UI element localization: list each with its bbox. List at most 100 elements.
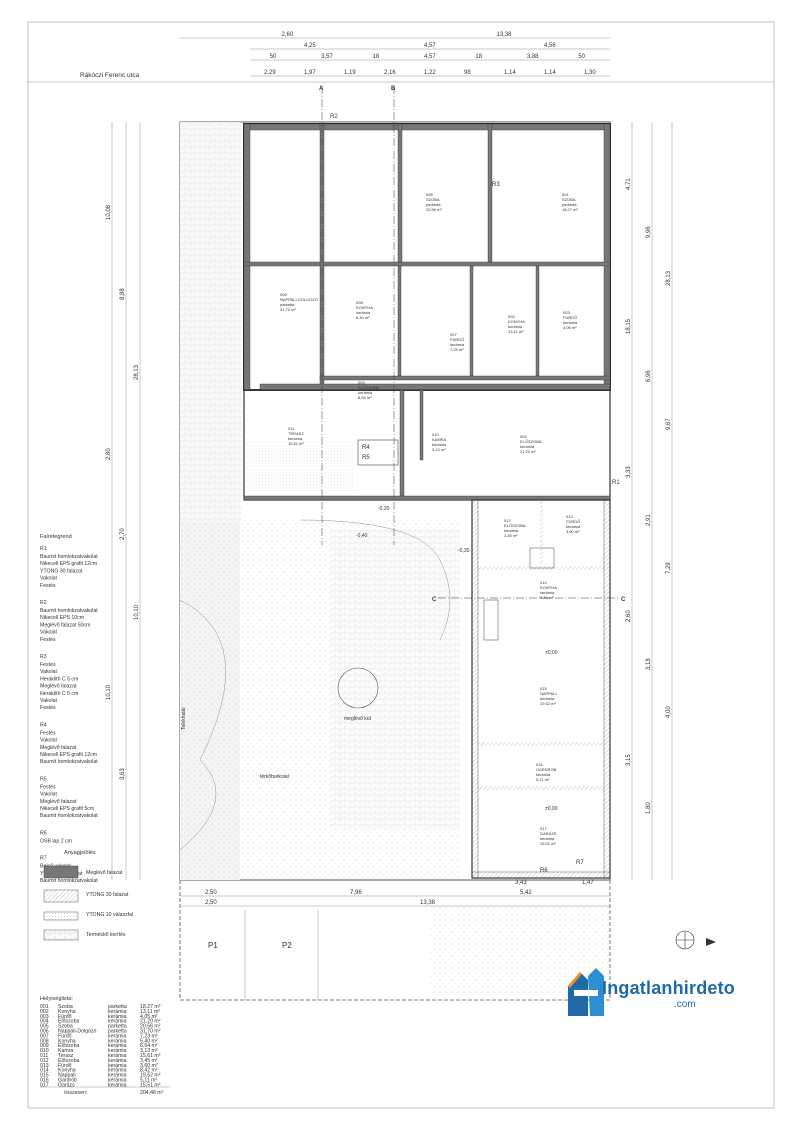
top-dim-row4: 1,22 — [424, 70, 436, 76]
room-stamp-name: ELŐSZOBA — [520, 439, 542, 444]
room-stamp-floor: kerámia — [432, 442, 447, 447]
right-vdim: 3,33 — [626, 466, 632, 478]
room-stamp-area: 8,42 m² — [540, 595, 554, 600]
level-step: -0,30 — [458, 548, 470, 554]
room-stamp-id: 006 — [280, 292, 287, 297]
wall-code-r3: R3 — [492, 182, 500, 188]
room-stamp-floor: kerámia — [358, 390, 373, 395]
top-dim-row2: 4,57 — [424, 43, 436, 49]
bottom-dim: 2,50 — [205, 900, 217, 906]
room-list-no: 002 — [40, 1009, 49, 1015]
top-dim-row3: 18 — [373, 54, 380, 60]
room-list-total-value: 204,48 m² — [140, 1090, 164, 1096]
room-list-area: 21,20 m² — [140, 1019, 161, 1025]
top-dim-row4: 1,97 — [304, 70, 316, 76]
room-list-no: 008 — [40, 1038, 49, 1044]
room-stamp-name: KAMRA — [432, 437, 447, 442]
room-stamp-name: GARÁZS — [540, 831, 557, 836]
left-vdim: 28,13 — [134, 364, 140, 380]
room-list-area: 8,64 m² — [140, 1043, 158, 1049]
boundary-label: Telekhatár — [181, 707, 187, 730]
room-stamp-name: SZOBA — [426, 197, 440, 202]
right-vdim: 2,60 — [626, 610, 632, 622]
room-list-no: 004 — [40, 1019, 49, 1025]
room-list-floor: kerámia — [108, 1063, 127, 1069]
wall-layer-item: YTONG 30 falazat — [40, 568, 83, 574]
wall-layer-item: Festés — [40, 784, 56, 790]
room-stamp-name: NAPPALI — [540, 691, 557, 696]
room-list-no: 009 — [40, 1043, 49, 1049]
wall-layer-item: Vakolat — [40, 669, 57, 675]
wall-code-r1: R1 — [612, 480, 620, 486]
top-dim-row4: 1,19 — [344, 70, 356, 76]
room-stamp-name: FÜRDŐ — [450, 337, 464, 342]
top-dim-row2: 4,25 — [304, 43, 316, 49]
right-vdim: 9,96 — [646, 226, 652, 238]
top-dim-row4: 2,16 — [384, 70, 396, 76]
room-stamp-name: SZOBA — [562, 197, 576, 202]
right-vdim: 7,29 — [666, 562, 672, 574]
room-list-total-label: összesen: — [64, 1090, 87, 1096]
watermark-brand: Ingatlanhirdeto — [602, 978, 735, 998]
swatch-ytong-10 — [43, 911, 79, 921]
room-list-floor: kerámia — [108, 1082, 127, 1088]
room-list-area: 18,27 m² — [140, 1004, 161, 1010]
wall-layer-code: R7 — [40, 856, 47, 862]
legend-existing-wall: Meglévő falazat — [86, 870, 123, 876]
room-list-name: Konyha — [58, 1068, 76, 1074]
wall-layer-item: Vakolat — [40, 630, 57, 636]
room-list-floor: kerámia — [108, 1009, 127, 1015]
room-stamp-area: 3,45 m² — [504, 533, 518, 538]
room-list-floor: kerámia — [108, 1073, 127, 1079]
legend-ytong-10: YTONG 10 válaszfal — [86, 912, 133, 918]
room-stamp-floor: kerámia — [563, 320, 578, 325]
room-stamp-name: TERASZ — [288, 431, 304, 436]
building-north — [243, 123, 611, 391]
vertical-dimensions: 10,088,8828,132,802,7010,1010,103,634,71… — [106, 122, 673, 880]
room-stamp-floor: parketta — [280, 302, 295, 307]
top-dim-row1: 2,60 — [282, 32, 294, 38]
wall-layer-item: Festés — [40, 583, 56, 589]
north-arrow-icon — [675, 930, 716, 950]
room-stamp-floor: kerámia — [540, 590, 555, 595]
top-dim-row3: 50 — [270, 54, 277, 60]
level-terrace: -0,20 — [378, 506, 390, 512]
right-vdim: 3,15 — [626, 754, 632, 766]
room-stamp-floor: parketta — [562, 202, 577, 207]
wall-layer-code: R1 — [40, 546, 47, 552]
room-list-floor: kerámia — [108, 1053, 127, 1059]
wall-code-r6: R6 — [540, 868, 548, 874]
wall-layer-item: Baumit homlokzatvakolat — [40, 608, 98, 614]
room-stamp-area: 19,52 m² — [540, 701, 556, 706]
top-dim-row4: 98 — [464, 70, 471, 76]
room-stamp-floor: kerámia — [540, 836, 555, 841]
room-list-floor: kerámia — [108, 1078, 127, 1084]
left-vdim: 2,80 — [106, 448, 112, 460]
top-dim-row4: 1,14 — [504, 70, 516, 76]
room-stamp-floor: kerámia — [540, 696, 555, 701]
room-list-area: 3,13 m² — [140, 1048, 158, 1054]
room-list-area: 19,52 m² — [140, 1073, 161, 1079]
wall-layer-item: Vakolat — [40, 792, 57, 798]
wall-code-r5: R5 — [362, 455, 370, 461]
right-vdim: 4,71 — [626, 178, 632, 190]
room-list-floor: parketta — [108, 1024, 127, 1030]
room-stamp-id: 005 — [426, 192, 433, 197]
wall-layer-code: R5 — [40, 776, 47, 782]
room-stamp-area: 15,51 m² — [540, 841, 556, 846]
room-list-floor: parketta — [108, 1004, 127, 1010]
wall-layer-code: R3 — [40, 654, 47, 660]
wall-layer-item: Meglévő falazat 50cm — [40, 622, 90, 628]
room-stamp-id: 002 — [508, 314, 515, 319]
room-stamp-id: 009 — [358, 380, 365, 385]
room-list-no: 001 — [40, 1004, 49, 1010]
room-list-floor: kerámia — [108, 1038, 127, 1044]
wall-layer-item: Festés — [40, 705, 56, 711]
room-stamp-name: KONYHA — [508, 319, 525, 324]
room-list-name: Nappali-Dolgozó — [58, 1029, 96, 1035]
top-dim-row3: 18 — [475, 54, 482, 60]
level-marks: ±0,00 ±0,00 -0,20 -0,30 -0,40 — [356, 506, 558, 812]
